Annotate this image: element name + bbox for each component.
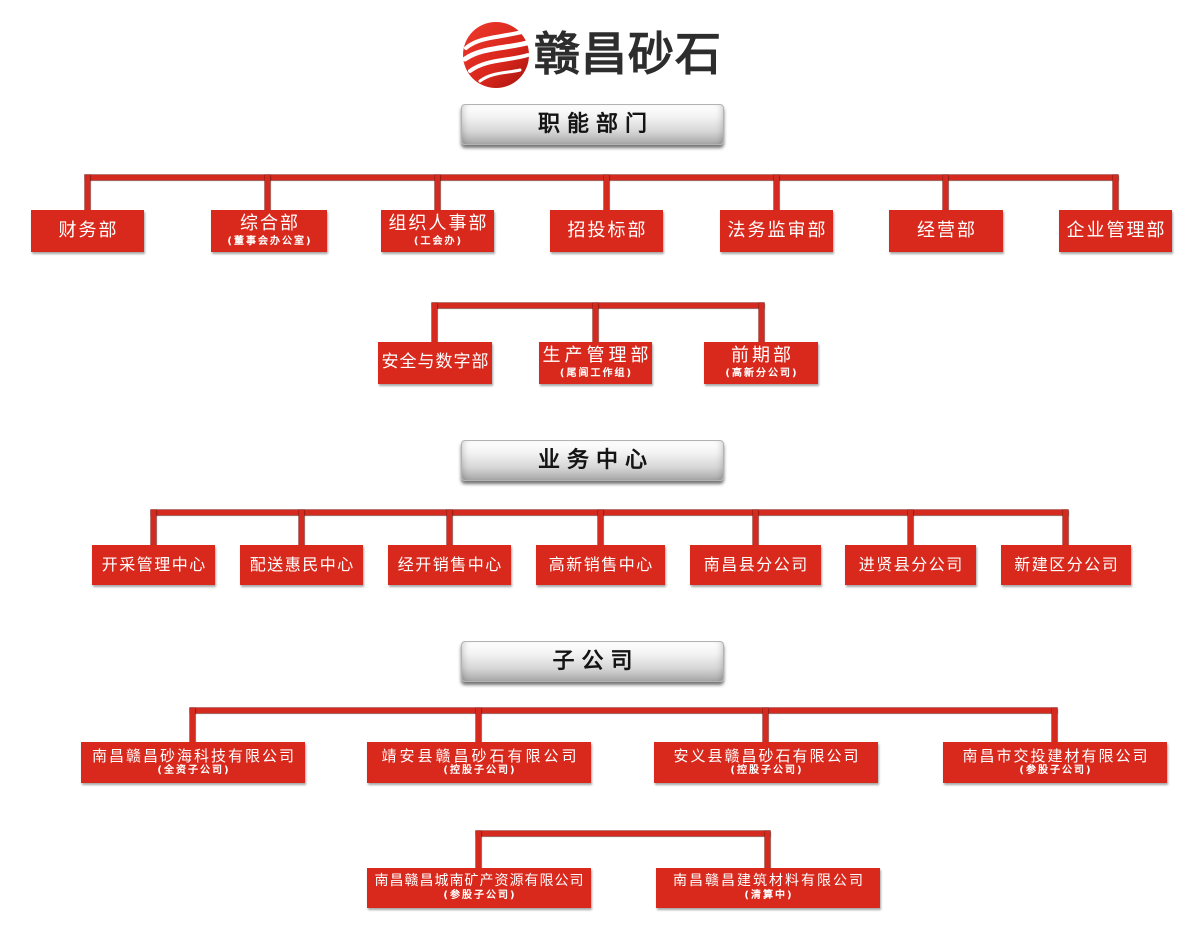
- node-ganchang-building-materials-company: 南昌赣昌建筑材料有限公司 (清算中): [656, 868, 880, 908]
- node-name: 财务部: [58, 219, 119, 241]
- connector-horizontal: [432, 303, 764, 308]
- node-note: (尾闾工作组): [559, 367, 634, 379]
- connector-vertical: [265, 175, 270, 210]
- node-chengnan-mineral-resources-company: 南昌赣昌城南矿产资源有限公司 (参股子公司): [367, 868, 591, 908]
- section-title: 业务中心: [537, 447, 654, 473]
- section-header-business-centers: 业务中心: [461, 440, 724, 481]
- connector-vertical: [447, 510, 452, 545]
- connector-vertical: [476, 831, 481, 868]
- connector-vertical: [765, 831, 770, 868]
- connector-vertical: [763, 708, 768, 742]
- node-hr-department: 组织人事部 (工会办): [381, 210, 494, 252]
- node-nanchang-county-branch: 南昌县分公司: [690, 545, 821, 585]
- node-name: 经营部: [917, 219, 977, 241]
- node-note: (工会办): [413, 235, 464, 247]
- node-note: (清算中): [744, 890, 794, 902]
- node-name: 安义县赣昌砂石有限公司: [673, 746, 861, 765]
- connector-vertical: [943, 175, 948, 210]
- connector-vertical: [1063, 510, 1068, 545]
- connector-vertical: [759, 303, 764, 342]
- connector-vertical: [753, 510, 758, 545]
- node-legal-audit-department: 法务监审部: [720, 210, 833, 252]
- node-note: (控股子公司): [730, 765, 804, 777]
- node-name: 开采管理中心: [101, 555, 207, 575]
- node-name: 南昌赣昌砂海科技有限公司: [91, 746, 296, 765]
- node-name: 南昌市交投建材有限公司: [962, 746, 1150, 765]
- connector-vertical: [85, 175, 90, 210]
- connector-horizontal: [151, 510, 1068, 515]
- node-finance-department: 财务部: [31, 210, 144, 252]
- section-header-functional-departments: 职能部门: [461, 104, 724, 145]
- node-mining-management-center: 开采管理中心: [92, 545, 215, 585]
- node-delivery-service-center: 配送惠民中心: [240, 545, 363, 585]
- node-name: 高新销售中心: [548, 555, 654, 575]
- node-jingan-sandstone-company: 靖安县赣昌砂石有限公司 (控股子公司): [367, 742, 591, 783]
- connector-vertical: [435, 175, 440, 210]
- node-xinjian-district-branch: 新建区分公司: [1001, 545, 1131, 585]
- node-gaoxin-sales-center: 高新销售中心: [536, 545, 665, 585]
- node-operations-department: 经营部: [889, 210, 1003, 252]
- connector-vertical: [774, 175, 779, 210]
- node-jinxian-county-branch: 进贤县分公司: [845, 545, 976, 585]
- node-note: (参股子公司): [443, 890, 517, 902]
- node-name: 经开销售中心: [397, 555, 503, 575]
- node-name: 前期部: [731, 345, 794, 367]
- connector-horizontal: [190, 708, 1057, 713]
- node-name: 南昌赣昌城南矿产资源有限公司: [374, 872, 585, 889]
- node-note: (参股子公司): [1019, 765, 1093, 777]
- connector-vertical: [432, 303, 437, 342]
- connector-horizontal: [85, 175, 1118, 180]
- node-name: 南昌赣昌建筑材料有限公司: [673, 872, 865, 889]
- node-general-office: 综合部 (董事会办公室): [211, 210, 327, 252]
- node-note: (全资子公司): [157, 765, 231, 777]
- node-enterprise-management-department: 企业管理部: [1059, 210, 1172, 252]
- connector-vertical: [299, 510, 304, 545]
- node-name: 法务监审部: [727, 219, 828, 241]
- node-name: 靖安县赣昌砂石有限公司: [381, 746, 580, 765]
- node-name: 配送惠民中心: [249, 555, 355, 575]
- connector-vertical: [190, 708, 195, 742]
- node-note: (董事会办公室): [227, 235, 313, 247]
- node-name: 新建区分公司: [1014, 555, 1120, 575]
- connector-vertical: [1052, 708, 1057, 742]
- node-jingkai-sales-center: 经开销售中心: [388, 545, 511, 585]
- connector-vertical: [908, 510, 913, 545]
- node-safety-digital-department: 安全与数字部: [378, 342, 492, 384]
- connector-vertical: [151, 510, 156, 545]
- node-name: 企业管理部: [1066, 219, 1167, 241]
- node-name: 安全与数字部: [381, 352, 490, 373]
- node-jiaotou-building-materials-company: 南昌市交投建材有限公司 (参股子公司): [943, 742, 1167, 783]
- node-name: 综合部: [240, 213, 300, 235]
- connector-vertical: [593, 303, 598, 342]
- node-note: (控股子公司): [443, 765, 517, 777]
- node-name: 生产管理部: [542, 345, 652, 367]
- node-name: 南昌县分公司: [703, 555, 809, 575]
- node-preliminary-department: 前期部 (高新分公司): [704, 342, 818, 384]
- section-title: 职能部门: [537, 111, 654, 137]
- connector-vertical: [598, 510, 603, 545]
- swirl-logo-icon: [462, 22, 534, 88]
- node-note: (高新分公司): [725, 367, 799, 379]
- connector-vertical: [604, 175, 609, 210]
- node-bidding-department: 招投标部: [550, 210, 663, 252]
- node-name: 招投标部: [567, 219, 648, 241]
- section-title: 子公司: [552, 648, 640, 674]
- node-shahai-technology-company: 南昌赣昌砂海科技有限公司 (全资子公司): [81, 742, 305, 783]
- section-header-subsidiaries: 子公司: [461, 641, 724, 682]
- node-production-management-department: 生产管理部 (尾闾工作组): [539, 342, 652, 384]
- connector-vertical: [1113, 175, 1118, 210]
- node-anyi-sandstone-company: 安义县赣昌砂石有限公司 (控股子公司): [654, 742, 878, 783]
- connector-vertical: [476, 708, 481, 742]
- node-name: 组织人事部: [388, 213, 489, 235]
- logo-text: 赣昌砂石: [534, 27, 722, 81]
- connector-horizontal: [476, 831, 770, 836]
- node-name: 进贤县分公司: [858, 555, 964, 575]
